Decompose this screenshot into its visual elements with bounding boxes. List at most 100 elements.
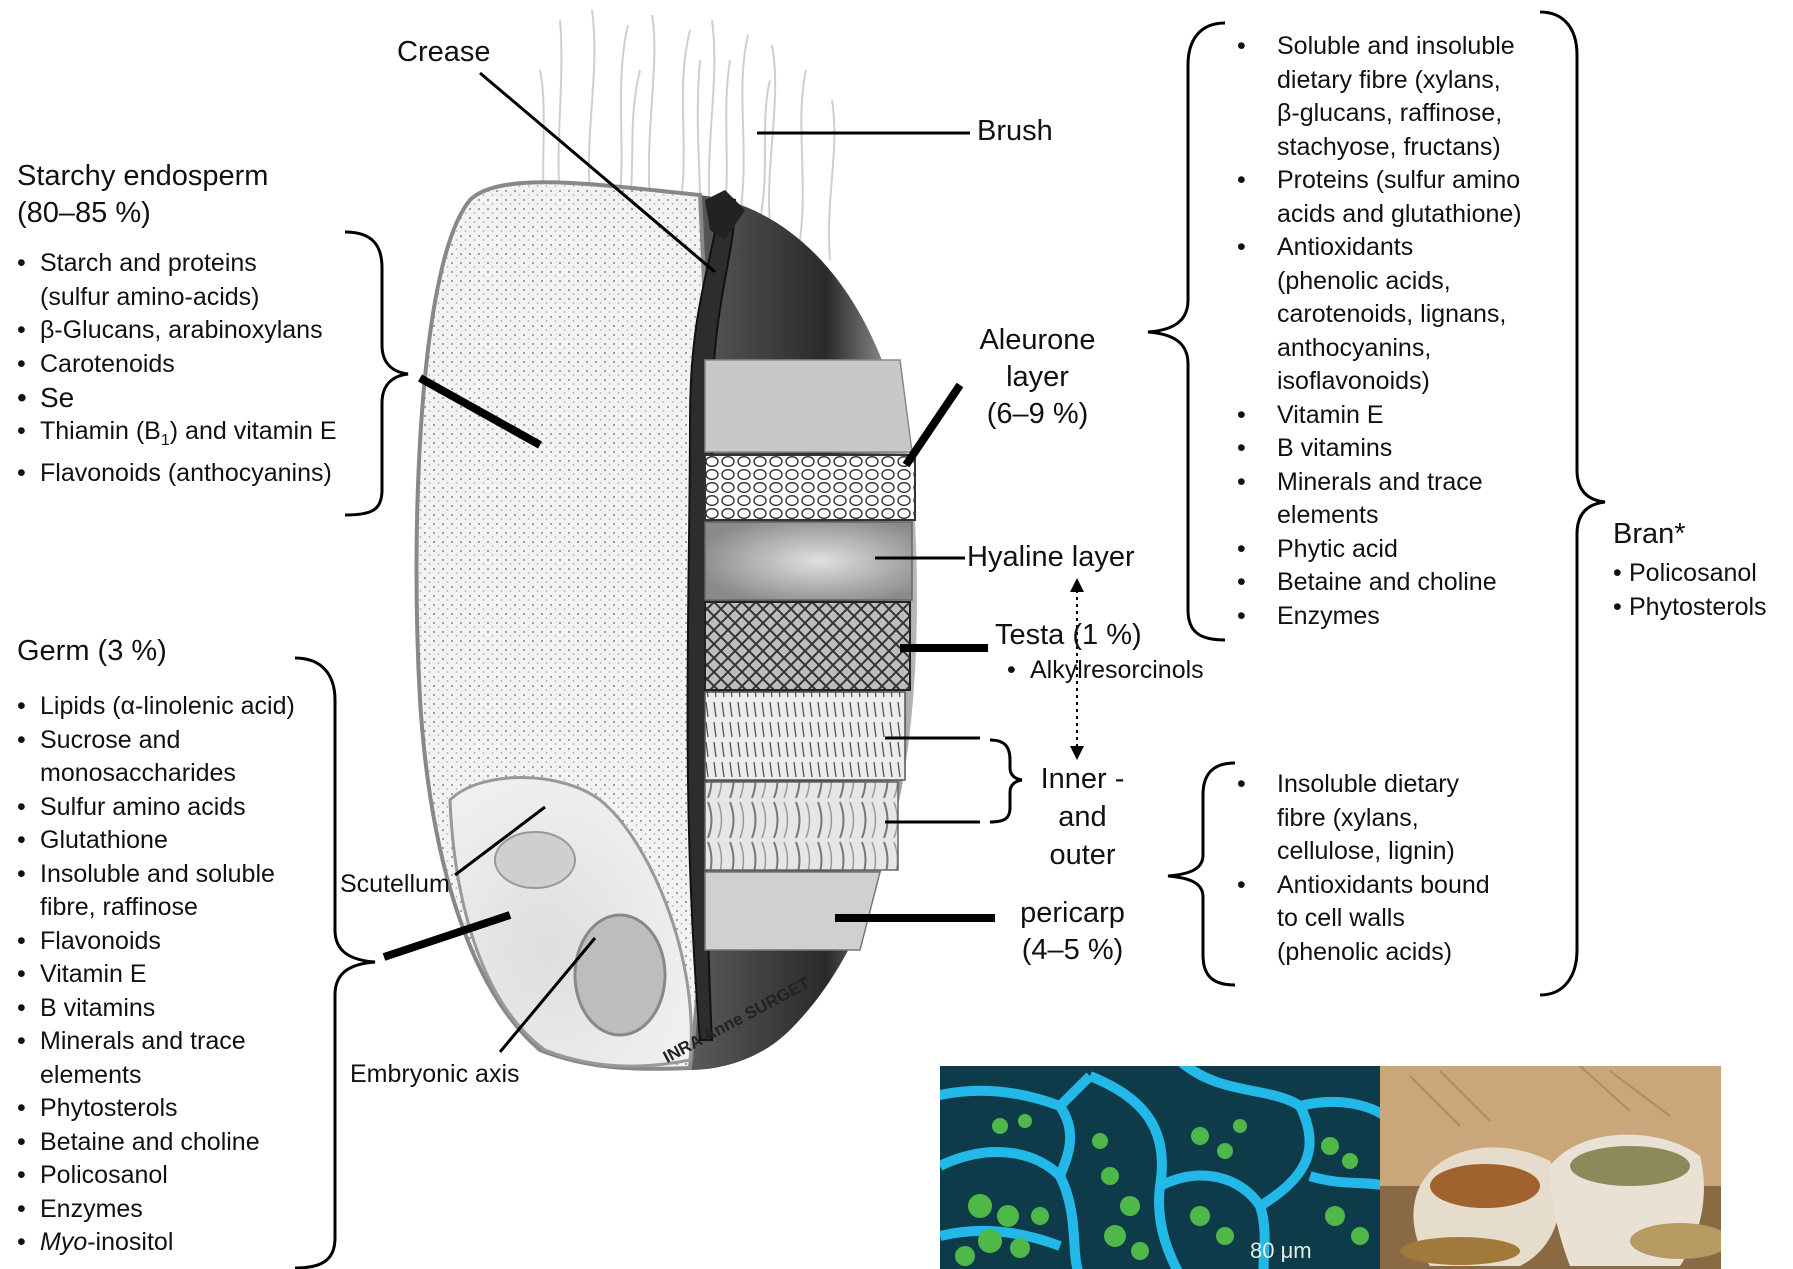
list-item: Minerals and trace elements (17, 1025, 295, 1092)
pericarp-label-line-5: (4–5 %) (1010, 932, 1135, 969)
pericarp-bottom-slice (705, 872, 880, 950)
list-item: Policosanol (1613, 557, 1767, 591)
germ-inner-structure-2 (495, 832, 575, 888)
item-line: carotenoids, lignans, (1277, 300, 1506, 328)
list-item: Betaine and choline (1237, 566, 1522, 600)
list-item: B vitamins (1237, 432, 1522, 466)
list-item: B vitamins (17, 992, 295, 1026)
item-line: β-glucans, raffinose, (1277, 99, 1502, 127)
micro-scale-label: 80 μm (1250, 1238, 1312, 1264)
list-item: Myo-inositol (17, 1226, 295, 1260)
list-item: Flavonoids (17, 925, 295, 959)
bran-list: Policosanol Phytosterols (1613, 557, 1767, 624)
pericarp-label-line-3: outer (1020, 836, 1145, 874)
item-line: acids and glutathione) (1277, 200, 1522, 228)
list-item: Phytosterols (1613, 591, 1767, 625)
item-line: Antioxidants (1277, 233, 1413, 261)
list-item: Carotenoids (17, 348, 337, 382)
pericarp-label-line-2: and (1020, 798, 1145, 836)
item-subscript: 1 (161, 432, 170, 449)
endosperm-title: Starchy endosperm (80–85 %) (17, 158, 268, 232)
list-item: Sulfur amino acids (17, 791, 295, 825)
list-item: Flavonoids (anthocyanins) (17, 457, 337, 491)
item-line: dietary fibre (xylans, (1277, 66, 1501, 94)
item-italic: Myo (40, 1228, 87, 1256)
inner-pericarp-slice (705, 692, 905, 780)
bran-title: Bran* (1613, 517, 1686, 551)
item-line: Insoluble dietary (1277, 770, 1459, 798)
microscopy-image (940, 1066, 1380, 1269)
grain-sacks-photo (1380, 1066, 1721, 1269)
list-item: Insoluble dietary fibre (xylans, cellulo… (1237, 768, 1490, 869)
item-text: Thiamin (B (40, 417, 161, 445)
list-item: Vitamin E (1237, 399, 1522, 433)
pericarp-list: Insoluble dietary fibre (xylans, cellulo… (1237, 768, 1490, 969)
item-text: -inositol (87, 1228, 173, 1256)
item-line: anthocyanins, (1277, 334, 1431, 362)
endosperm-list: Starch and proteins (sulfur amino-acids)… (17, 247, 337, 491)
list-item: Betaine and choline (17, 1126, 295, 1160)
item-line: fibre, raffinose (40, 893, 198, 921)
list-item: Lipids (α-linolenic acid) (17, 690, 295, 724)
list-item: Insoluble and soluble fibre, raffinose (17, 858, 295, 925)
aleurone-label-line-1: Aleurone (975, 322, 1100, 359)
aleurone-label-line-3: (6–9 %) (975, 396, 1100, 433)
list-item: β-Glucans, arabinoxylans (17, 314, 337, 348)
hyaline-slice (705, 522, 912, 600)
testa-list: Alkylresorcinols (1007, 654, 1204, 688)
aleurone-slice (705, 455, 915, 520)
item-text: ) and vitamin E (170, 417, 337, 445)
item-line: elements (40, 1061, 141, 1089)
endosperm-title-text: Starchy endosperm (17, 158, 268, 195)
item-line: Proteins (sulfur amino (1277, 166, 1520, 194)
aleurone-label-line-2: layer (975, 359, 1100, 396)
item-line: (sulfur amino-acids) (40, 283, 260, 311)
list-item: Proteins (sulfur amino acids and glutath… (1237, 164, 1522, 231)
list-item: Antioxidants bound to cell walls (phenol… (1237, 869, 1490, 970)
list-item: Enzymes (1237, 600, 1522, 634)
item-line: isoflavonoids) (1277, 367, 1430, 395)
item-line: Starch and proteins (40, 249, 257, 277)
item-line: monosaccharides (40, 759, 236, 787)
item-line: stachyose, fructans) (1277, 133, 1501, 161)
list-item: Enzymes (17, 1193, 295, 1227)
scutellum-label: Scutellum (340, 867, 450, 901)
brush-label: Brush (977, 114, 1053, 148)
upper-bran-slice (705, 360, 912, 452)
item-line: Antioxidants bound (1277, 871, 1490, 899)
item-line: Sucrose and (40, 726, 180, 754)
list-item: Glutathione (17, 824, 295, 858)
item-line: Minerals and trace (40, 1027, 246, 1055)
list-item: Starch and proteins (sulfur amino-acids) (17, 247, 337, 314)
aleurone-label: Aleurone layer (6–9 %) (975, 322, 1100, 433)
item-line: to cell walls (1277, 904, 1405, 932)
testa-slice (705, 602, 910, 690)
item-line: Minerals and trace (1277, 468, 1483, 496)
pericarp-label-line-4: pericarp (1010, 895, 1135, 932)
crease-label: Crease (397, 35, 491, 69)
item-line: (phenolic acids, (1277, 267, 1451, 295)
list-item: Sucrose and monosaccharides (17, 724, 295, 791)
outer-pericarp-slice (705, 782, 898, 870)
embryonic-axis-label: Embryonic axis (350, 1057, 520, 1091)
item-line: Soluble and insoluble (1277, 32, 1515, 60)
list-item: Phytic acid (1237, 533, 1522, 567)
endosperm-percent: (80–85 %) (17, 195, 268, 232)
list-item: Antioxidants (phenolic acids, carotenoid… (1237, 231, 1522, 399)
list-item: Vitamin E (17, 958, 295, 992)
list-item: Alkylresorcinols (1007, 654, 1204, 688)
pericarp-label-line-1: Inner - (1020, 760, 1145, 798)
germ-title: Germ (3 %) (17, 634, 167, 668)
germ-list: Lipids (α-linolenic acid) Sucrose and mo… (17, 690, 295, 1260)
list-item: Se (17, 381, 337, 415)
item-line: cellulose, lignin) (1277, 837, 1455, 865)
list-item: Policosanol (17, 1159, 295, 1193)
list-item: Phytosterols (17, 1092, 295, 1126)
testa-label: Testa (1 %) (995, 618, 1142, 652)
item-line: elements (1277, 501, 1378, 529)
hyaline-layer-label: Hyaline layer (967, 540, 1135, 574)
item-line: Insoluble and soluble (40, 860, 275, 888)
item-line: fibre (xylans, (1277, 804, 1419, 832)
item-line: (phenolic acids) (1277, 938, 1452, 966)
germ-inner-structure (575, 915, 665, 1035)
